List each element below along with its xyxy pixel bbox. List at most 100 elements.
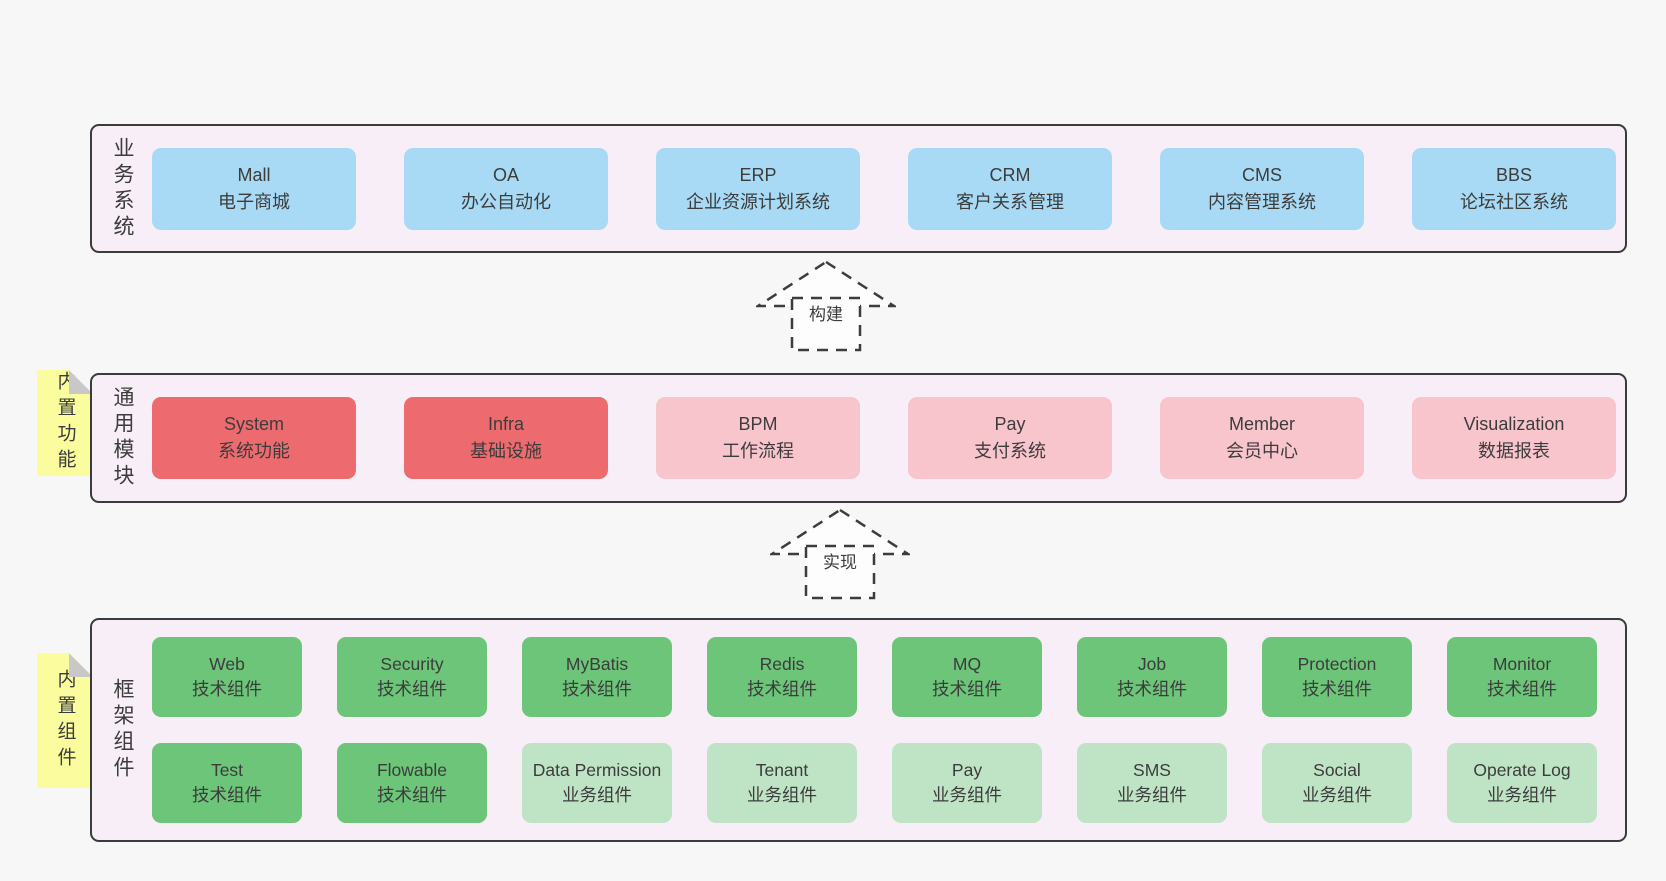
box-en-label: Visualization <box>1463 414 1565 434</box>
box-zh-label: 技术组件 <box>192 679 262 699</box>
box-operate-log: Operate Log 业务组件 <box>1447 743 1597 823</box>
box-en-label: OA <box>492 164 519 185</box>
box-en-label: Data Permission <box>532 760 662 781</box>
box-en-label: Job <box>1137 654 1167 675</box>
box-zh-label: 办公自动化 <box>461 191 551 212</box>
box-en-label: System <box>223 414 284 434</box>
box-zh-label: 客户关系管理 <box>956 191 1064 212</box>
box-zh-label: 内容管理系统 <box>1208 191 1316 212</box>
box-zh-label: 技术组件 <box>1487 679 1557 699</box>
framework-components-section: 框架组件 Web 技术组件 Security 技术组件 MyBatis 技术组件… <box>90 618 1627 842</box>
box-zh-label: 业务组件 <box>1117 785 1187 805</box>
box-en-label: Tenant <box>755 760 809 781</box>
box-zh-label: 技术组件 <box>1302 679 1372 699</box>
implement-arrow-label: 实现 <box>770 548 910 573</box>
box-oa: OA 办公自动化 <box>404 147 608 230</box>
box-zh-label: 电子商城 <box>218 191 290 212</box>
box-en-label: Protection <box>1297 654 1377 675</box>
sticky-note-built-in-components: 内置组件 <box>37 653 93 788</box>
box-en-label: Web <box>209 654 245 675</box>
box-redis: Redis 技术组件 <box>707 637 857 717</box>
box-en-label: Pay <box>994 414 1026 434</box>
box-zh-label: 业务组件 <box>562 785 632 805</box>
box-zh-label: 系统功能 <box>218 441 290 461</box>
modules-section-label: 通用模块 <box>111 386 134 490</box>
sticky-note-built-in-features: 内置功能 <box>37 370 93 476</box>
box-zh-label: 技术组件 <box>192 785 262 805</box>
box-en-label: Redis <box>759 654 805 675</box>
box-erp: ERP 企业资源计划系统 <box>656 147 860 230</box>
box-en-label: Operate Log <box>1473 760 1571 781</box>
modules-boxes-row: System 系统功能 Infra 基础设施 BPM 工作流程 Pay 支付系统… <box>152 375 1630 501</box>
box-job: Job 技术组件 <box>1077 637 1227 717</box>
box-zh-label: 业务组件 <box>932 785 1002 805</box>
build-arrow-text: 构建 <box>806 305 846 324</box>
business-boxes-row: Mall 电子商城 OA 办公自动化 ERP 企业资源计划系统 CRM 客户关系… <box>152 126 1630 251</box>
box-bpm: BPM 工作流程 <box>656 397 860 479</box>
box-zh-label: 技术组件 <box>562 679 632 699</box>
box-data-permission: Data Permission 业务组件 <box>522 743 672 823</box>
box-en-label: Social <box>1313 760 1361 781</box>
box-zh-label: 技术组件 <box>747 679 817 699</box>
box-en-label: BPM <box>738 414 778 434</box>
box-en-label: CMS <box>1242 164 1282 185</box>
box-zh-label: 技术组件 <box>932 679 1002 699</box>
box-monitor: Monitor 技术组件 <box>1447 637 1597 717</box>
box-mq: MQ 技术组件 <box>892 637 1042 717</box>
box-bbs: BBS 论坛社区系统 <box>1412 147 1616 230</box>
section-label-zone: 通用模块 <box>92 375 152 501</box>
box-zh-label: 技术组件 <box>1117 679 1187 699</box>
sticky-note-label: 内置组件 <box>54 668 76 773</box>
box-en-label: ERP <box>739 164 777 185</box>
box-en-label: Test <box>210 760 244 781</box>
implement-arrow-text: 实现 <box>820 553 860 572</box>
box-test: Test 技术组件 <box>152 743 302 823</box>
box-system: System 系统功能 <box>152 397 356 479</box>
box-en-label: MyBatis <box>565 654 629 675</box>
box-infra: Infra 基础设施 <box>404 397 608 479</box>
box-en-label: Monitor <box>1492 654 1552 675</box>
sticky-note-label: 内置功能 <box>54 371 76 475</box>
business-systems-section: 业务系统 Mall 电子商城 OA 办公自动化 ERP 企业资源计划系统 CRM… <box>90 124 1627 253</box>
box-en-label: MQ <box>952 654 982 675</box>
box-security: Security 技术组件 <box>337 637 487 717</box>
box-visualization: Visualization 数据报表 <box>1412 397 1616 479</box>
box-protection: Protection 技术组件 <box>1262 637 1412 717</box>
box-zh-label: 技术组件 <box>377 785 447 805</box>
section-label-zone: 框架组件 <box>92 620 152 840</box>
box-zh-label: 企业资源计划系统 <box>686 191 830 212</box>
box-en-label: Security <box>380 654 444 675</box>
box-social: Social 业务组件 <box>1262 743 1412 823</box>
box-zh-label: 技术组件 <box>377 679 447 699</box>
box-zh-label: 业务组件 <box>1487 785 1557 805</box>
box-zh-label: 业务组件 <box>1302 785 1372 805</box>
box-web: Web 技术组件 <box>152 637 302 717</box>
box-tenant: Tenant 业务组件 <box>707 743 857 823</box>
box-en-label: Infra <box>487 414 525 434</box>
box-zh-label: 论坛社区系统 <box>1460 191 1568 212</box>
build-arrow: 构建 <box>756 260 896 352</box>
common-modules-section: 通用模块 System 系统功能 Infra 基础设施 BPM 工作流程 Pay… <box>90 373 1627 503</box>
box-en-label: CRM <box>989 164 1031 185</box>
box-en-label: Flowable <box>376 760 448 781</box>
up-arrow-icon <box>756 260 896 352</box>
box-en-label: Mall <box>237 164 271 185</box>
box-zh-label: 工作流程 <box>722 441 794 461</box>
box-zh-label: 基础设施 <box>470 441 542 461</box>
box-flowable: Flowable 技术组件 <box>337 743 487 823</box>
business-section-label: 业务系统 <box>111 136 134 241</box>
build-arrow-label: 构建 <box>756 300 896 325</box>
box-pay-biz: Pay 业务组件 <box>892 743 1042 823</box>
box-en-label: SMS <box>1133 760 1171 781</box>
box-zh-label: 会员中心 <box>1226 441 1298 461</box>
box-en-label: BBS <box>1495 164 1533 185</box>
box-en-label: Member <box>1228 414 1295 434</box>
box-cms: CMS 内容管理系统 <box>1160 147 1364 230</box>
box-mybatis: MyBatis 技术组件 <box>522 637 672 717</box>
up-arrow-icon <box>770 508 910 600</box>
box-member: Member 会员中心 <box>1160 397 1364 479</box>
framework-section-label: 框架组件 <box>111 678 134 782</box>
box-zh-label: 支付系统 <box>974 441 1046 461</box>
box-zh-label: 业务组件 <box>747 785 817 805</box>
section-label-zone: 业务系统 <box>92 126 152 251</box>
